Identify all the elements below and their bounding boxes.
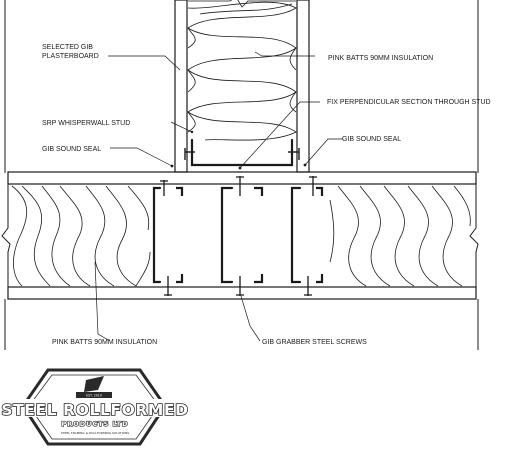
top-screws (160, 176, 317, 196)
plasterboard-label-line2: PLASTERBOARD (42, 53, 99, 60)
company-logo: EST. 2010 STEEL ROLLFORMED PRODUCTS LTD … (1, 368, 189, 446)
right-c-stud (290, 186, 302, 284)
stud-label: SRP WHISPERWALL STUD (42, 120, 130, 127)
logo-est-text: EST. 2010 (86, 394, 102, 398)
centre-c-stud (220, 186, 234, 284)
plasterboard-label-line1: SELECTED GIB (42, 44, 93, 51)
leader-dots (170, 130, 307, 170)
batts-top-label: PINK BATTS 90MM INSULATION (328, 55, 433, 62)
logo-mark-icon (84, 376, 104, 392)
horizontal-wall (1, 171, 479, 350)
upper-whisperwall-stud (190, 138, 294, 167)
upper-left-gib-board (174, 0, 188, 173)
logo-tagline-text: STEEL FRAMING & ROLLFORMING SOLUTIONS (61, 431, 129, 435)
section-label: FIX PERPENDICULAR SECTION THROUGH STUD (327, 99, 491, 106)
bottom-gib-board (7, 286, 477, 300)
sound-seal-right-label: GIB SOUND SEAL (342, 136, 401, 143)
screws-label: GIB GRABBER STEEL SCREWS (262, 339, 367, 346)
upper-right-gib-board (296, 0, 310, 173)
logo-name-text: STEEL ROLLFORMED (1, 401, 188, 419)
upper-break-line (188, 0, 296, 8)
top-gib-board (7, 171, 477, 185)
upper-wall (4, 0, 479, 173)
leader-lines (94, 51, 343, 342)
right-batts-insulation (329, 185, 471, 287)
right-break-line (469, 184, 479, 287)
sound-seal-left-label: GIB SOUND SEAL (42, 146, 101, 153)
left-c-stud (152, 186, 162, 284)
left-batts-insulation (11, 185, 151, 287)
upper-batts-insulation (187, 1, 297, 141)
left-break-line (1, 184, 11, 287)
batts-bottom-label: PINK BATTS 90MM INSULATION (52, 339, 157, 346)
logo-sub-text: PRODUCTS LTD (61, 420, 128, 428)
bottom-screws (164, 276, 312, 296)
